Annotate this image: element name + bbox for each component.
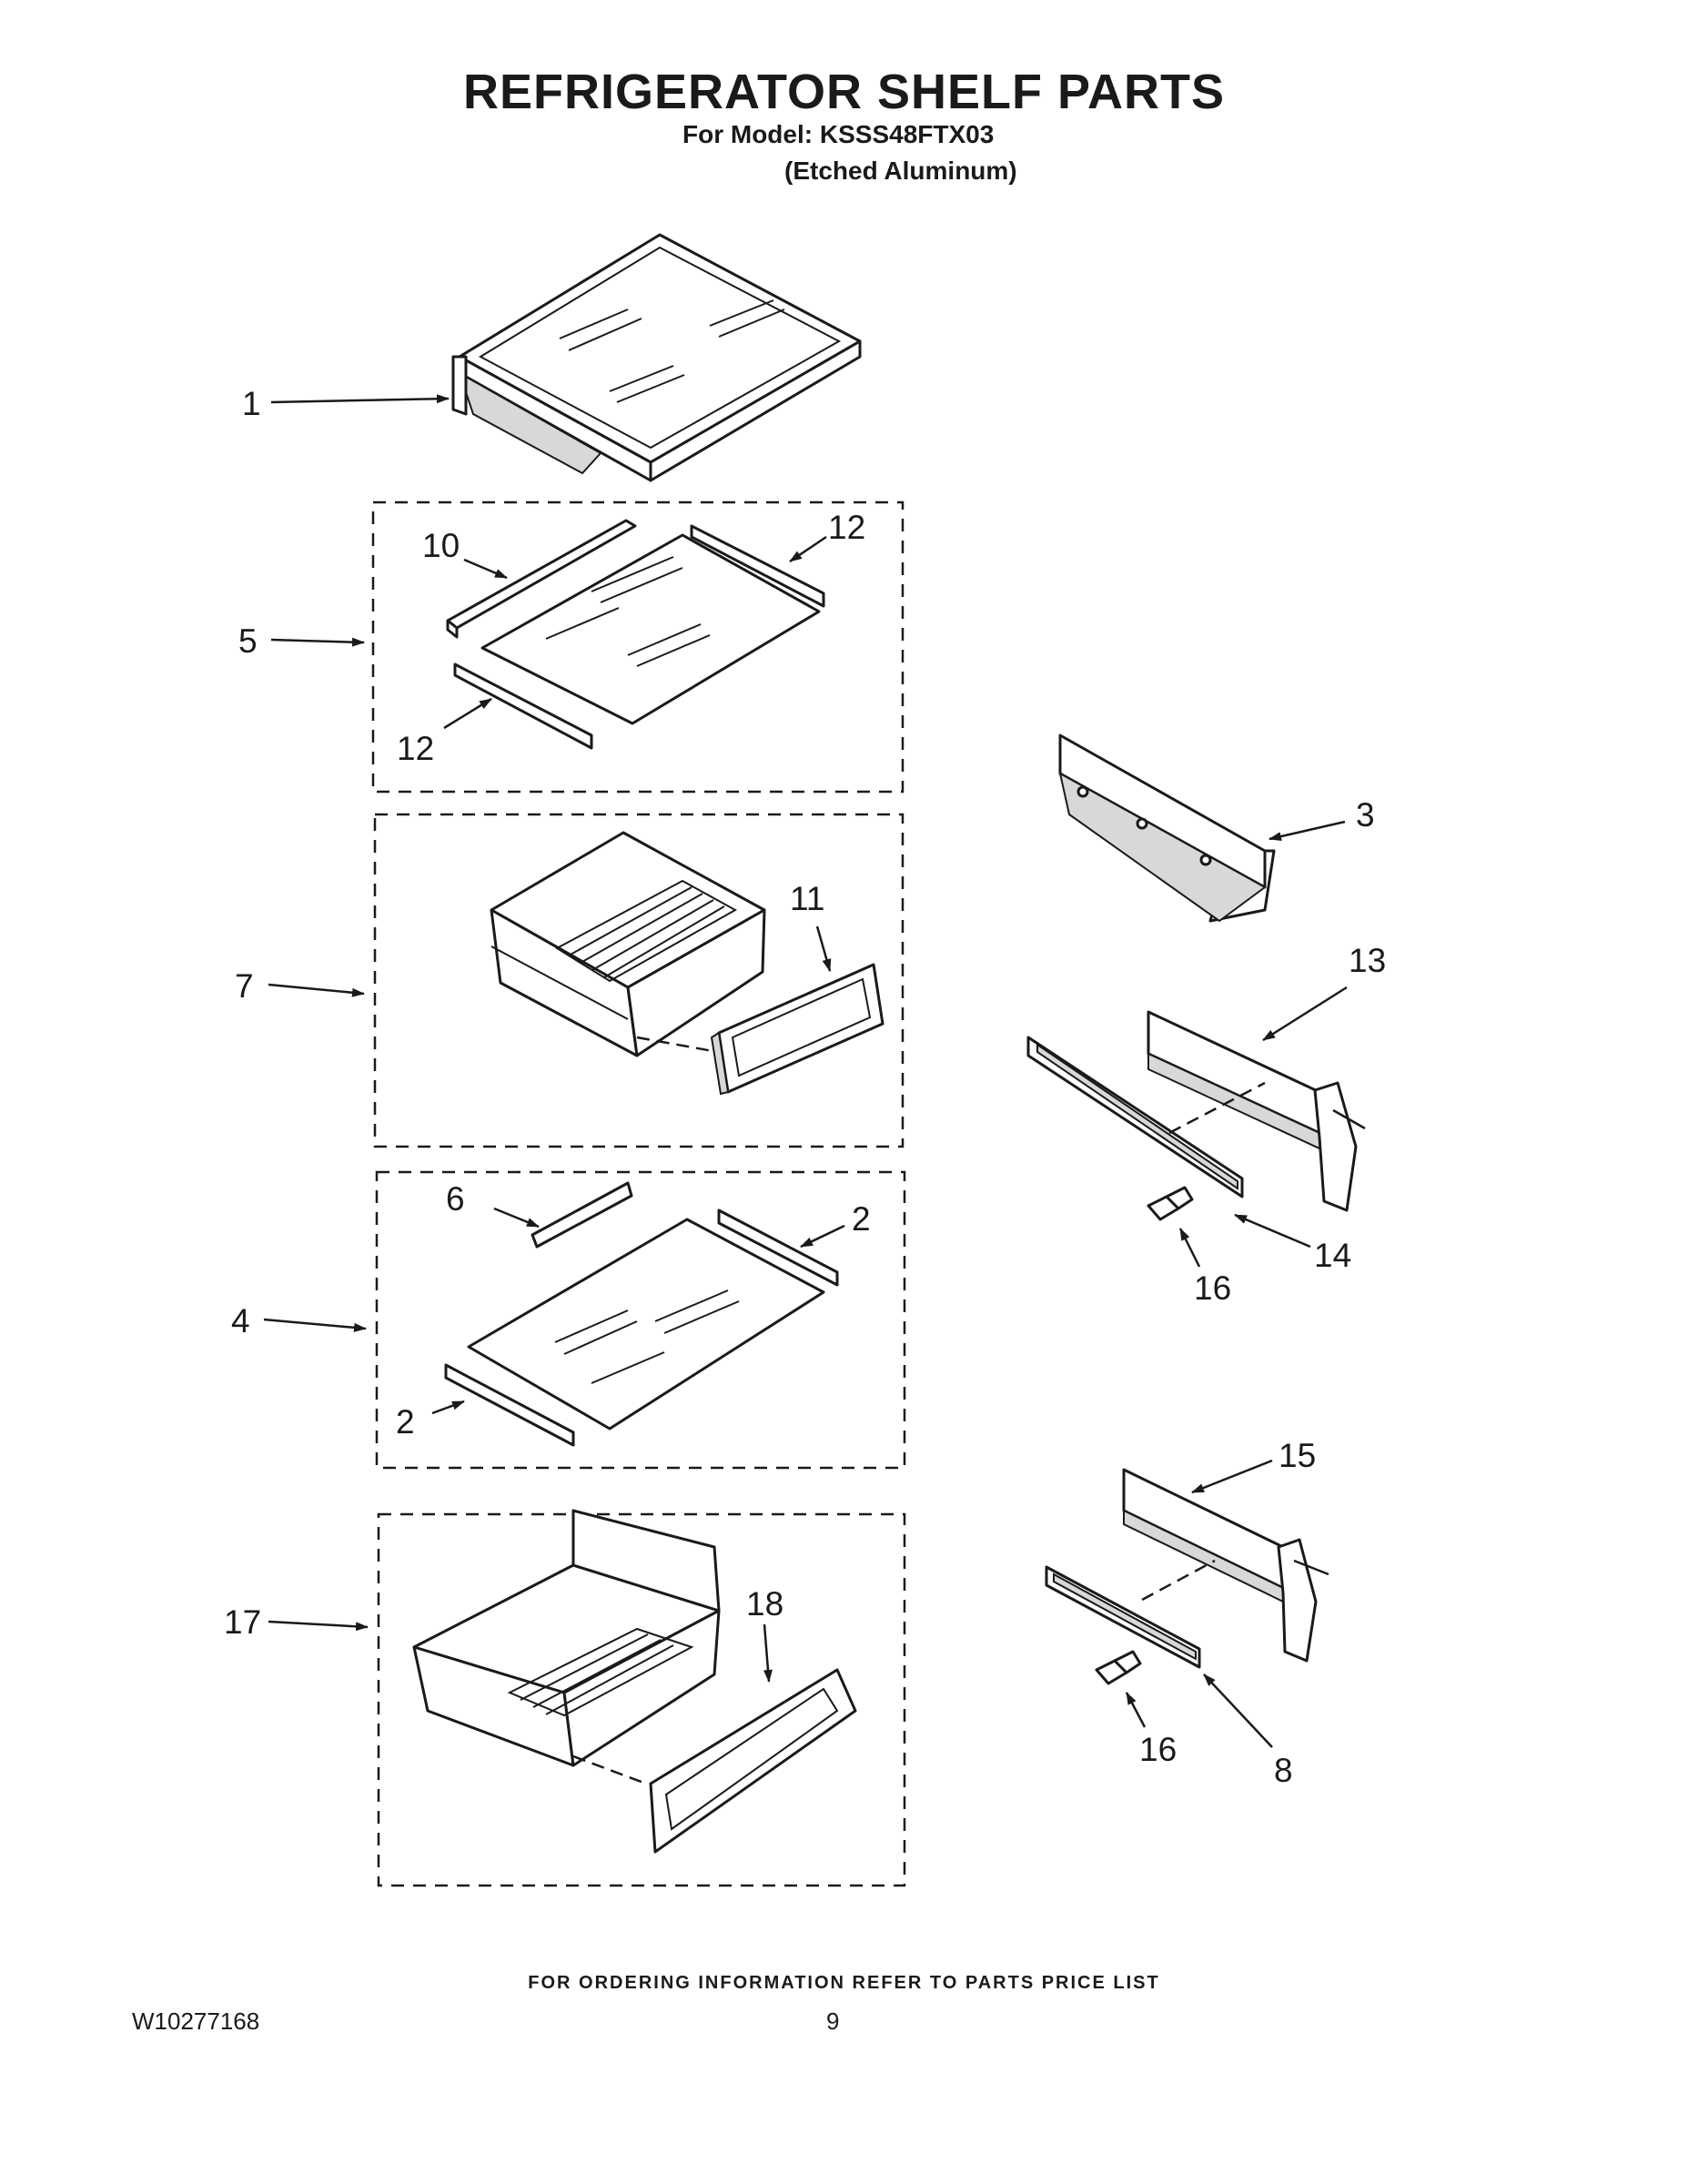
model-line: For Model: KSSS48FTX03 [682,120,995,148]
part-3-cover-rail [1058,733,1276,923]
document-number: W10277168 [132,2007,260,2035]
callout-2-lower: 2 [396,1403,415,1441]
group-box-drawer-17 [377,1512,906,1887]
callout-16-upper: 16 [1194,1269,1231,1307]
part-18-drawer-cover [649,1668,857,1854]
callout-17: 17 [224,1603,261,1641]
ordering-info: FOR ORDERING INFORMATION REFER TO PARTS … [528,1973,1160,1993]
callout-18: 18 [746,1585,783,1623]
callout-16-lower: 16 [1139,1731,1177,1768]
group-box-shelf-5 [371,500,905,794]
part-2-side-trim-upper [717,1208,839,1287]
group-box-shelf-4 [375,1170,906,1470]
part-2-side-trim-lower [444,1363,575,1447]
callout-1: 1 [242,385,261,422]
part-1-shelf-assembly [451,233,862,482]
callout-6: 6 [446,1180,465,1218]
part-13-14-slide-assembly-upper [1026,1010,1366,1221]
callout-numbers: 1 5 10 12 12 3 7 11 13 14 16 6 2 4 2 17 … [224,385,1386,1789]
callout-14: 14 [1314,1237,1351,1274]
callout-4: 4 [231,1302,250,1340]
callout-12-lower: 12 [397,730,434,767]
page-title: REFRIGERATOR SHELF PARTS [462,65,1226,119]
callout-11: 11 [790,880,824,917]
part-15-8-slide-assembly-lower [1045,1468,1329,1685]
callout-2-upper: 2 [852,1200,871,1238]
part-16-screw-upper [1147,1186,1194,1221]
callout-5: 5 [238,622,258,660]
callout-7: 7 [235,967,254,1005]
group-box-drawer-7 [373,813,905,1148]
callout-leaders [263,394,1348,1748]
callout-15: 15 [1279,1437,1316,1474]
part-12-side-trim-upper [690,524,825,608]
finish-line: (Etched Aluminum) [784,157,1017,185]
part-17-deli-drawer [412,1509,857,1854]
callout-3: 3 [1356,796,1375,834]
part-6-rear-trim [531,1181,633,1249]
part-7-crisper-drawer [490,831,884,1096]
page-number: 9 [826,2007,840,2035]
part-5-shelf-glass-group [446,519,825,750]
callout-10: 10 [422,527,460,564]
callout-12-upper: 12 [828,509,865,546]
callout-13: 13 [1349,942,1386,979]
part-4-shelf-glass-group [444,1181,839,1447]
callout-8: 8 [1274,1752,1293,1789]
part-16-screw-lower [1095,1650,1142,1685]
part-12-side-trim-lower [453,662,593,750]
